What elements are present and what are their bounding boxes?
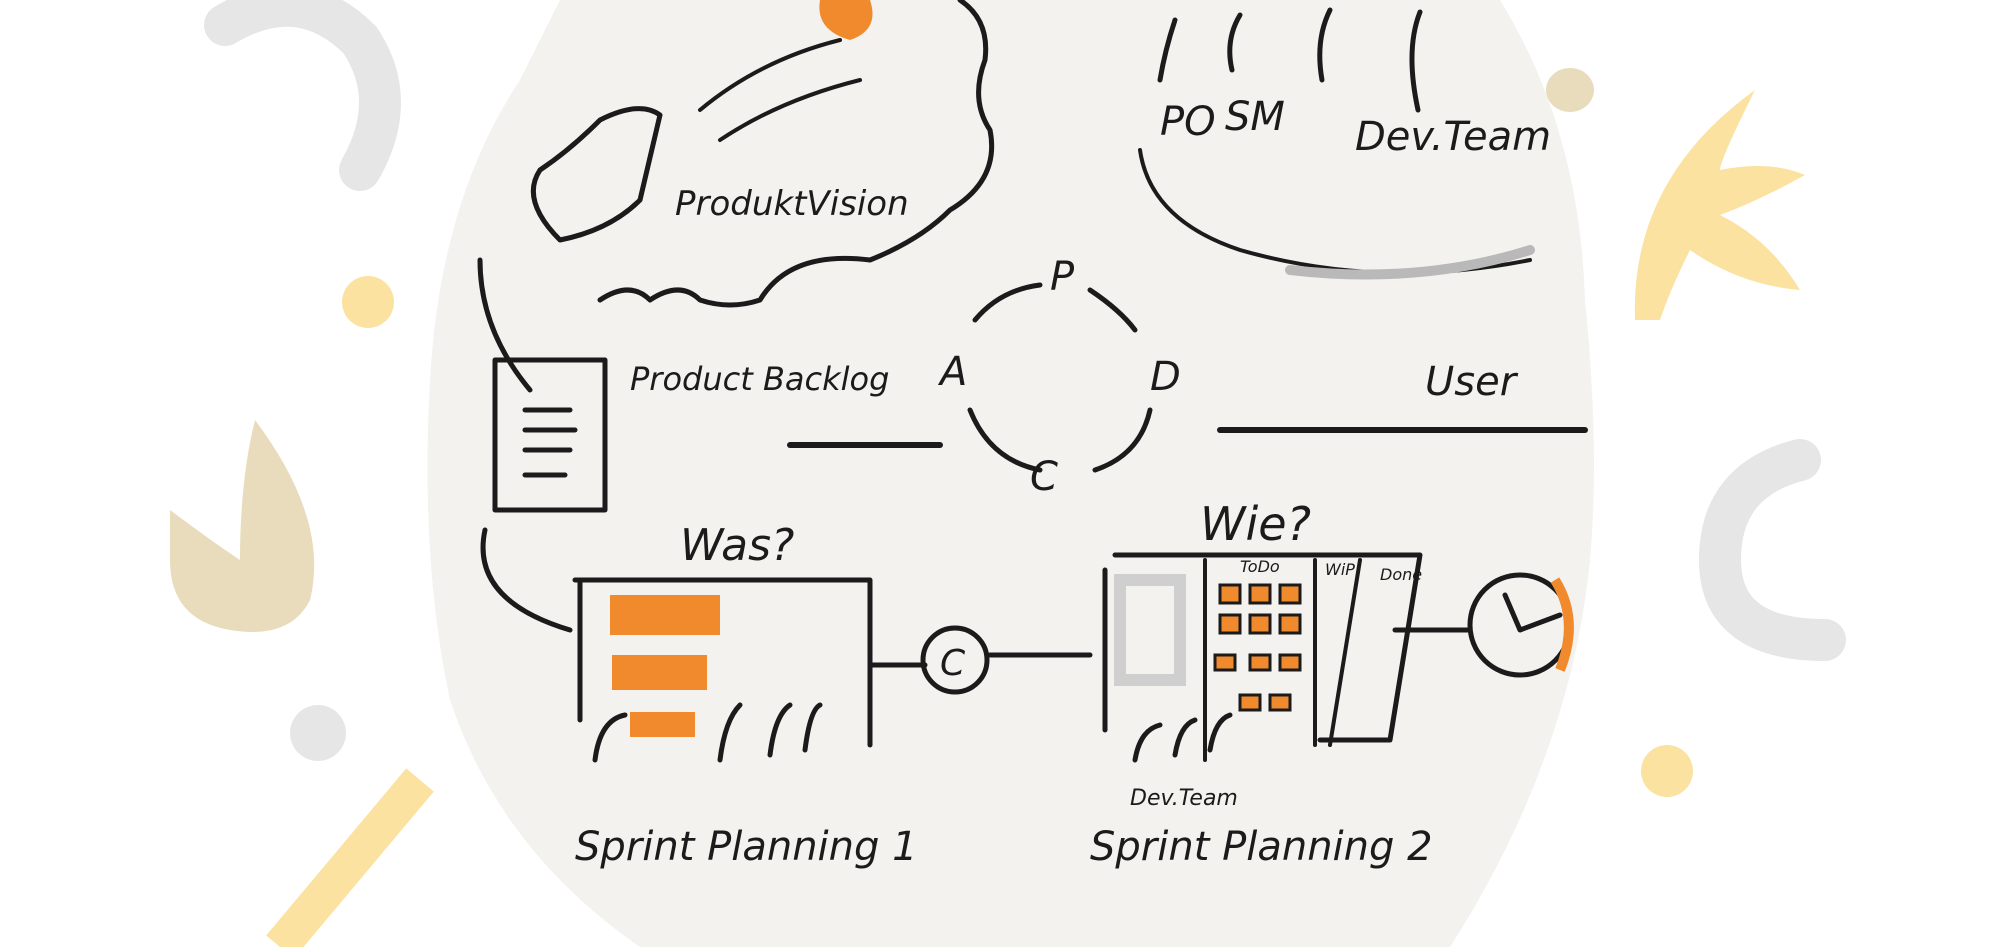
deco-yellow-dot: [342, 276, 394, 328]
flipchart-photo: [427, 0, 1594, 947]
backlog-label-1: Product Backlog: [630, 360, 889, 398]
role-sm: SM: [1225, 94, 1285, 140]
pdca-d: D: [1150, 354, 1181, 400]
board-done: Done: [1380, 565, 1422, 584]
deco-yellow-leaf: [1634, 90, 1805, 320]
role-po: PO: [1160, 99, 1216, 145]
orange-figure-accent: [819, 0, 873, 40]
deco-gray-c: [1698, 439, 1846, 661]
pdca-p: P: [1050, 254, 1075, 300]
deco-question-arc: [204, 0, 401, 191]
sprint-planning-1: Was? Sprint Planning 1 C: [572, 520, 1093, 870]
planning1-label: Sprint Planning 1: [575, 824, 918, 870]
sprint-planning-2: Wie? ToDo WiP Done Dev.Team Sprint Plann…: [1090, 497, 1574, 870]
planning2-label: Sprint Planning 2: [1090, 824, 1433, 870]
deco-gray-dot: [290, 705, 346, 761]
board-todo: ToDo: [1240, 557, 1280, 576]
product-backlog: Product Backlog: [477, 257, 1588, 633]
decorations: [170, 0, 1846, 947]
sticky-note: [630, 712, 695, 737]
deco-yellow-dot-2: [1641, 745, 1693, 797]
deco-yellow-stroke: [266, 768, 434, 947]
user-label: User: [1425, 359, 1519, 405]
pdca-c: C: [1030, 454, 1058, 500]
deco-tan-leaf: [170, 420, 315, 632]
dev-team-small: Dev.Team: [1130, 786, 1238, 811]
what-label: Was?: [680, 520, 794, 571]
board-tasks: [1213, 583, 1302, 712]
pdca-a: A: [937, 349, 967, 395]
commit-c: C: [940, 643, 966, 684]
sticky-note: [610, 595, 720, 635]
sticky-note: [612, 655, 707, 690]
product-vision: ProduktVision: [530, 0, 995, 308]
deco-tan-dot: [1546, 68, 1594, 112]
scrum-team: PO SM Dev.Team: [1138, 7, 1551, 280]
role-dev-team: Dev.Team: [1355, 114, 1551, 160]
how-label: Wie?: [1200, 497, 1311, 551]
pdca-cycle: P D C A: [937, 254, 1181, 500]
vision-label: ProduktVision: [675, 184, 909, 224]
board-wip: WiP: [1325, 560, 1355, 579]
